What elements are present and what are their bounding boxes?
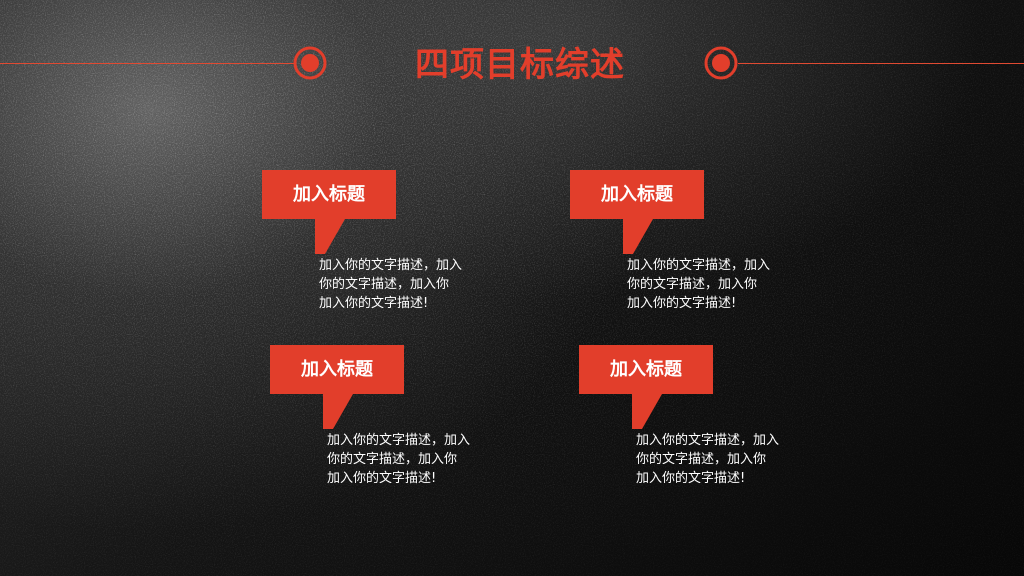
- callout-pointer: [632, 394, 662, 429]
- goal-description: 加入你的文字描述，加入 你的文字描述，加入你 加入你的文字描述!: [627, 258, 771, 311]
- callout-pointer: [623, 219, 653, 254]
- callout-heading: 加入标题: [262, 170, 396, 219]
- goal-description: 加入你的文字描述，加入 你的文字描述，加入你 加入你的文字描述!: [327, 433, 471, 486]
- callout-heading: 加入标题: [270, 345, 404, 394]
- title-divider-right: [738, 63, 1024, 64]
- goal-card-4: 加入标题 加入你的文字描述，加入 你的文字描述，加入你 加入你的文字描述!: [579, 345, 819, 486]
- target-icon: [293, 46, 327, 80]
- goal-card-3: 加入标题 加入你的文字描述，加入 你的文字描述，加入你 加入你的文字描述!: [270, 345, 510, 486]
- goal-description: 加入你的文字描述，加入 你的文字描述，加入你 加入你的文字描述!: [636, 433, 780, 486]
- goal-description: 加入你的文字描述，加入 你的文字描述，加入你 加入你的文字描述!: [319, 258, 463, 311]
- callout-pointer: [323, 394, 353, 429]
- page-title: 四项目标综述: [415, 45, 625, 85]
- callout-pointer: [315, 219, 345, 254]
- goal-card-2: 加入标题 加入你的文字描述，加入 你的文字描述，加入你 加入你的文字描述!: [570, 170, 810, 311]
- callout-heading: 加入标题: [570, 170, 704, 219]
- callout-heading: 加入标题: [579, 345, 713, 394]
- goal-card-1: 加入标题 加入你的文字描述，加入 你的文字描述，加入你 加入你的文字描述!: [262, 170, 502, 311]
- title-divider-left: [0, 63, 296, 64]
- target-icon: [704, 46, 738, 80]
